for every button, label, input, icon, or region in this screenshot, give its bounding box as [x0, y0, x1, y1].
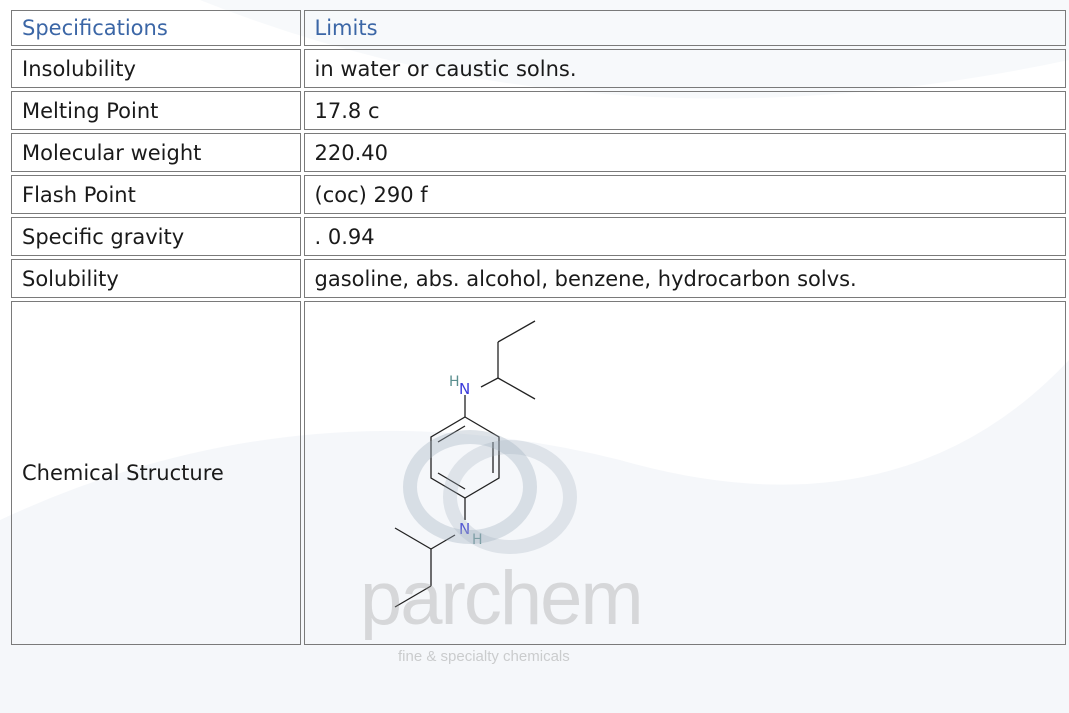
spec-value: 220.40 — [303, 133, 1066, 172]
molecule-bonds — [394, 320, 535, 608]
atom-n-top: N — [459, 380, 470, 398]
spec-value: 17.8 c — [303, 91, 1066, 130]
bond — [394, 585, 431, 608]
spec-label: Flash Point — [11, 175, 301, 214]
table-row: Specific gravity . 0.94 — [11, 217, 1066, 256]
bond — [497, 320, 535, 343]
table-row-structure: Chemical Structure — [11, 301, 1066, 645]
spec-value: . 0.94 — [303, 217, 1066, 256]
spec-value: gasoline, abs. alcohol, benzene, hydroca… — [303, 259, 1066, 298]
bond — [430, 534, 455, 550]
structure-cell: H N N H — [303, 301, 1066, 645]
table-row: Flash Point (coc) 290 f — [11, 175, 1066, 214]
spec-value: (coc) 290 f — [303, 175, 1066, 214]
header-specifications: Specifications — [11, 10, 301, 46]
atom-h-top: H — [449, 374, 460, 390]
bond — [480, 377, 498, 388]
spec-label: Specific gravity — [11, 217, 301, 256]
bond — [394, 527, 431, 550]
bond — [497, 377, 535, 400]
table-row: Melting Point 17.8 c — [11, 91, 1066, 130]
spec-label: Melting Point — [11, 91, 301, 130]
bond — [437, 472, 465, 490]
chemical-structure-diagram: H N N H — [394, 320, 535, 608]
spec-value: in water or caustic solns. — [303, 49, 1066, 88]
atom-h-bottom: H — [472, 532, 483, 548]
spec-label: Solubility — [11, 259, 301, 298]
header-limits: Limits — [303, 10, 1066, 46]
bond — [437, 425, 465, 443]
table-row: Solubility gasoline, abs. alcohol, benze… — [11, 259, 1066, 298]
table-row: Insolubility in water or caustic solns. — [11, 49, 1066, 88]
benzene-ring — [429, 416, 500, 499]
structure-label: Chemical Structure — [11, 301, 301, 645]
specifications-table: Specifications Limits Insolubility in wa… — [8, 7, 1069, 648]
table-row: Molecular weight 220.40 — [11, 133, 1066, 172]
atom-n-bottom: N — [459, 520, 470, 538]
spec-label: Insolubility — [11, 49, 301, 88]
table-header-row: Specifications Limits — [11, 10, 1066, 46]
spec-label: Molecular weight — [11, 133, 301, 172]
